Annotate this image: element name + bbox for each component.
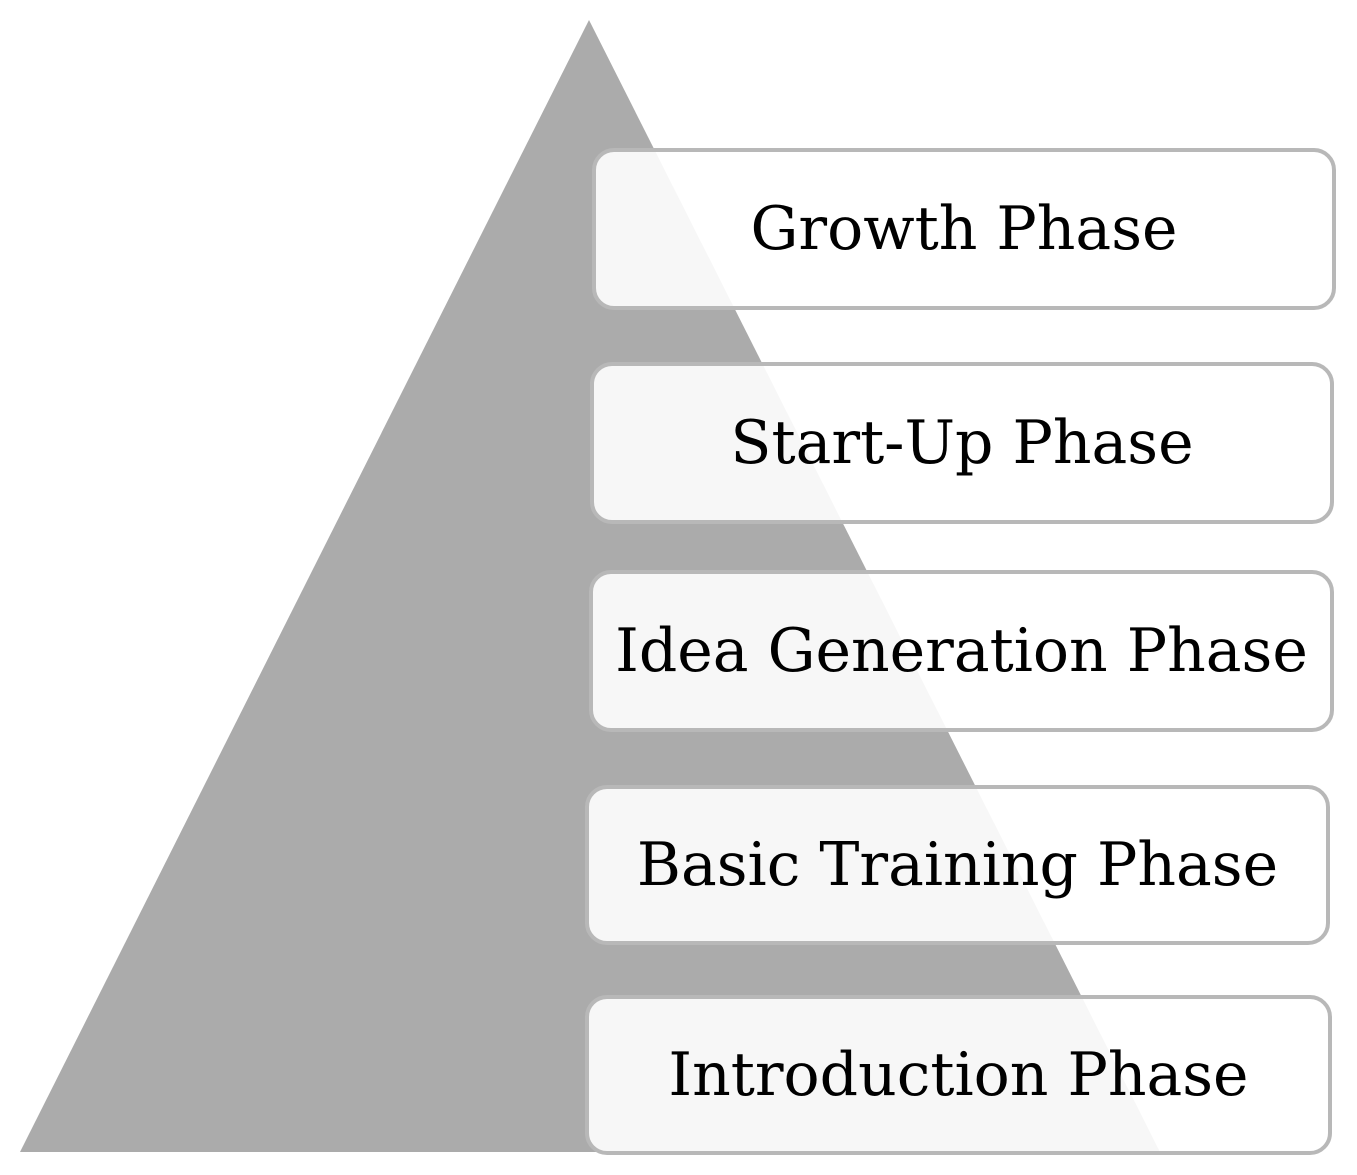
phase-box-growth: Growth Phase [592, 148, 1336, 310]
phase-box-start-up: Start-Up Phase [590, 362, 1334, 524]
phase-label-basic-training: Basic Training Phase [636, 830, 1279, 900]
phase-label-start-up: Start-Up Phase [730, 408, 1194, 478]
phase-label-idea-generation: Idea Generation Phase [615, 616, 1308, 686]
phase-label-introduction: Introduction Phase [668, 1040, 1249, 1110]
phase-box-idea-generation: Idea Generation Phase [589, 570, 1334, 732]
phase-box-basic-training: Basic Training Phase [585, 785, 1330, 945]
phase-box-introduction: Introduction Phase [585, 995, 1332, 1155]
phase-label-growth: Growth Phase [750, 194, 1178, 264]
